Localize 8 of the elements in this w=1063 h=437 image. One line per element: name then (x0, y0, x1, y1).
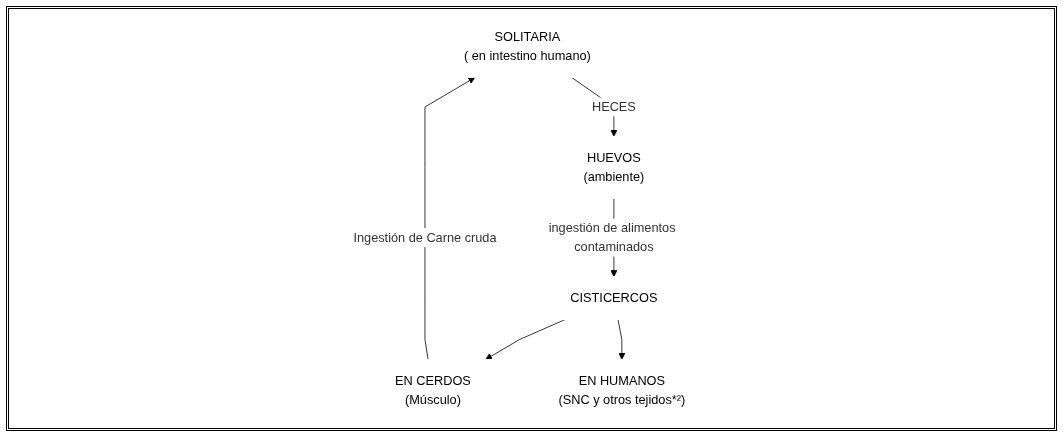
node-text: HUEVOS (ambiente) (583, 150, 645, 184)
edge-label: Ingestión de Carne cruda (353, 230, 497, 244)
node-text: SOLITARIA ( en intestino humano) (464, 29, 592, 63)
node-text: CISTICERCOS (570, 290, 658, 305)
node-text: EN HUMANOS (SNC y otros tejidos*²) (558, 373, 686, 407)
edge-label: ingestión de alimentos contaminados (548, 220, 676, 254)
node-text: EN CERDOS (Músculo) (395, 373, 472, 407)
edge-label: HECES (592, 99, 637, 114)
